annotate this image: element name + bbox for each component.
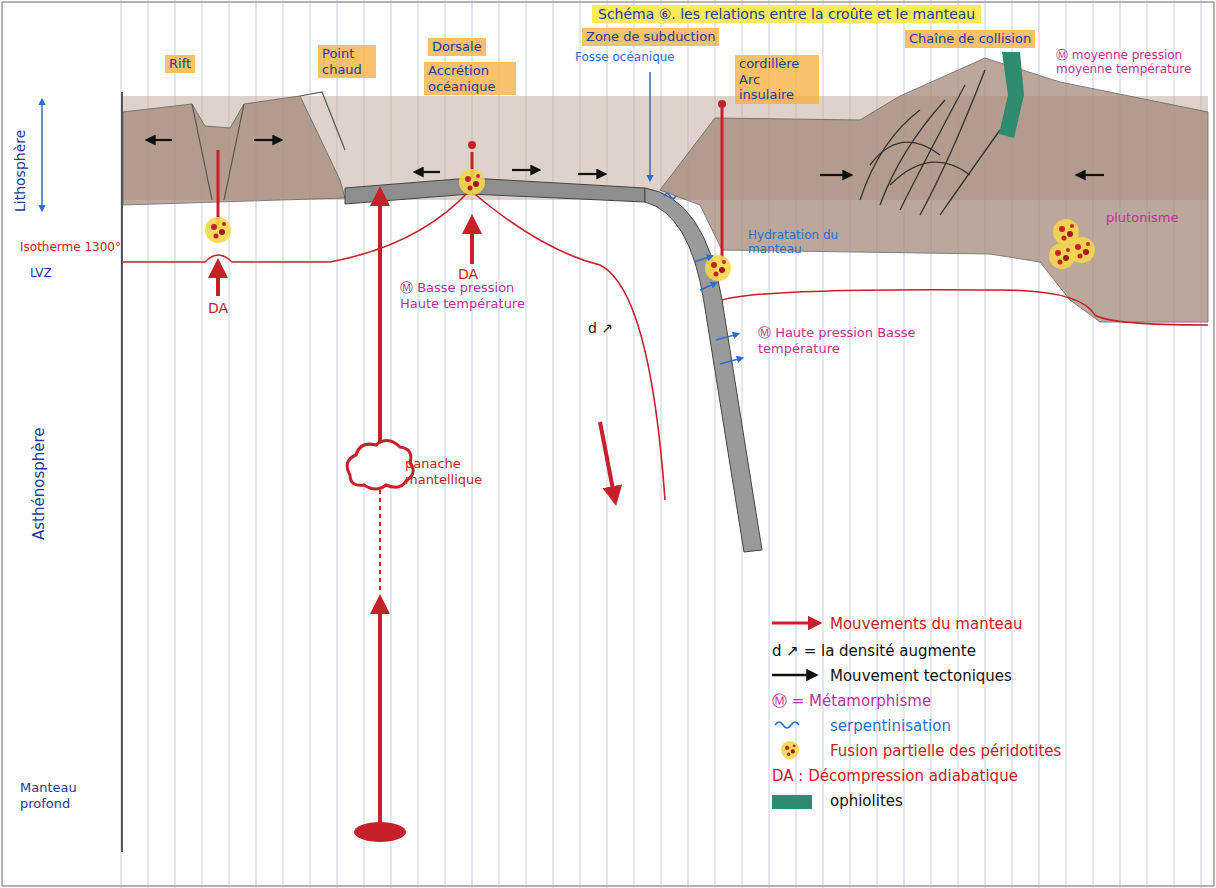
annotation-label: panache mantellique (405, 456, 495, 487)
annotation-label: Fosse océanique (575, 50, 675, 64)
tectonic-arrows (148, 140, 1104, 175)
subducting-slab (645, 188, 762, 552)
highlight-label: Zone de subduction (582, 28, 719, 46)
isotherm-line (122, 190, 1208, 500)
highlight-label: Chaîne de collision (905, 30, 1035, 48)
annotation-label: Ⓜ Basse pression Haute température (400, 280, 538, 311)
highlight-label: Point chaud (318, 45, 376, 78)
node-text: Accrétion océanique (428, 63, 512, 94)
highlight-label: Dorsale (428, 38, 486, 56)
annotation-label: plutonisme (1106, 210, 1178, 226)
annotation-label: Ⓜ moyenne pression moyenne température (1056, 48, 1202, 77)
legend-text: Fusion partielle des péridotites (830, 742, 1061, 760)
mantle-movements (218, 108, 722, 828)
node-text: cordillère Arc insulaire (739, 56, 815, 103)
annotation-label: Lithosphère (12, 130, 29, 212)
annotation-label: Hydratation du manteau (748, 228, 868, 257)
diagram-title: Schéma ⑥. les relations entre la croûte … (592, 5, 981, 23)
annotation-label: Manteau profond (20, 780, 110, 811)
node-text: Point chaud (322, 46, 372, 77)
partial-melting (205, 169, 1095, 281)
ophiolite-band (999, 52, 1024, 138)
node-text: Rift (169, 56, 191, 72)
collision-folds (860, 70, 1000, 215)
annotation-label: Asthénosphère (30, 427, 48, 540)
annotation-label: DA (208, 300, 228, 317)
node-text: Chaîne de collision (909, 31, 1031, 47)
highlight-label: cordillère Arc insulaire (735, 55, 819, 104)
legend-text: Mouvements du manteau (830, 615, 1022, 633)
legend-text: serpentinisation (830, 717, 951, 735)
highlight-label: Accrétion océanique (424, 62, 516, 95)
hydration-arrows (650, 72, 742, 364)
node-text: Dorsale (432, 39, 482, 55)
legend-text: Mouvement tectoniques (830, 667, 1012, 685)
annotation-label: Isotherme 1300° (20, 240, 121, 254)
legend-text: d ↗ = la densité augmente (772, 642, 976, 660)
legend-text: DA : Décompression adiabatique (772, 767, 1018, 785)
annotation-label: d ↗ (588, 320, 613, 337)
annotation-label: Ⓜ Haute pression Basse température (758, 325, 918, 356)
annotation-label: LVZ (30, 266, 52, 280)
notebook-lines (110, 0, 1210, 888)
lithosphere-band (123, 58, 1208, 552)
highlight-label: Rift (165, 55, 195, 73)
legend-text: ophiolites (830, 792, 903, 810)
legend-swatch (772, 795, 812, 809)
node-text: Zone de subduction (586, 29, 715, 45)
legend-text: Ⓜ = Métamorphisme (772, 692, 931, 711)
